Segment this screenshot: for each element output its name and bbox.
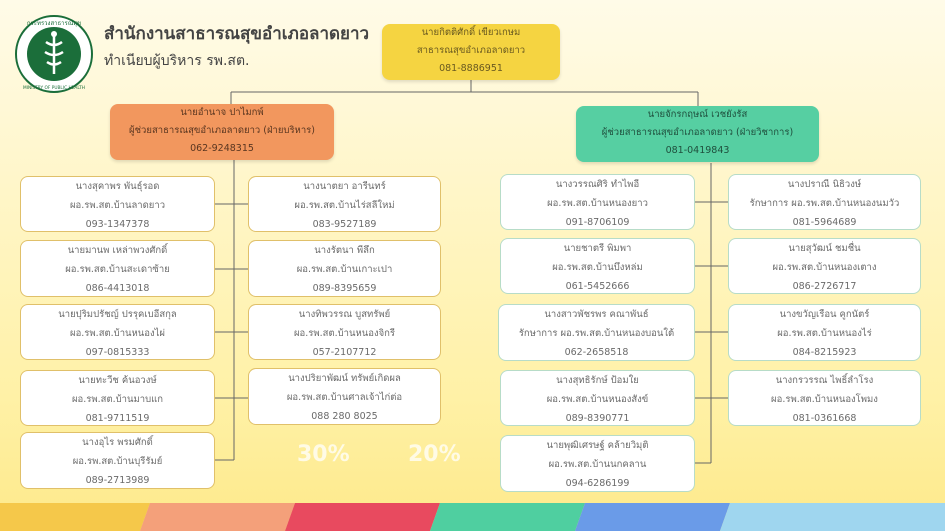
bar-segment	[720, 503, 945, 531]
staff-phone: 091-8706109	[565, 217, 630, 228]
staff-phone: 081-5964689	[792, 217, 857, 228]
staff-card: นางสาวพัชรพร คณาพันธ์ รักษาการ ผอ.รพ.สต.…	[498, 304, 695, 361]
staff-phone: 086-4413018	[85, 283, 150, 294]
staff-card: นายทะวีช ค้นอวงษ์ ผอ.รพ.สต.บ้านมาบแก 081…	[20, 370, 215, 426]
manager-academic-box: นายจักรกฤษณ์ เวชยังรัส ผู้ช่วยสาธารณสุขอ…	[576, 106, 819, 162]
staff-phone: 083-9527189	[312, 219, 377, 230]
staff-phone: 081-0361668	[792, 413, 857, 424]
ministry-logo: กระทรวงสาธารณสุข MINISTRY OF PUBLIC HEAL…	[15, 15, 93, 93]
staff-title: ผอ.รพ.สต.บ้านหนองจิกรี	[293, 328, 396, 339]
director-name: นายกิตติศักดิ์ เขียวเกษม	[421, 27, 521, 38]
staff-card: นางนาตยา อารีนทร์ ผอ.รพ.สต.บ้านไร่สลีใหม…	[248, 176, 441, 232]
manager-admin-box: นายอำนาจ ปาไมกพ์ ผู้ช่วยสาธารณสุขอำเภอลา…	[110, 104, 334, 160]
staff-title: ผอ.รพ.สต.บ้านบึงหล่ม	[552, 262, 643, 273]
bar-segment	[140, 503, 295, 531]
staff-title: ผอ.รพ.สต.บ้านหนองเตาง	[772, 262, 877, 273]
staff-title: ผอ.รพ.สต.บ้านมาบแก	[71, 394, 164, 405]
logo-text-th: กระทรวงสาธารณสุข	[27, 20, 81, 27]
staff-title: ผอ.รพ.สต.บ้านสะเดาซ้าย	[65, 264, 170, 275]
staff-name: นางวรรณศิริ ทำไพอี	[555, 179, 640, 190]
staff-title: ผอ.รพ.สต.บ้านหนองไผ่	[70, 328, 165, 339]
manager-title: ผู้ช่วยสาธารณสุขอำเภอลาดยาว (ฝ่ายวิชาการ…	[601, 127, 794, 138]
staff-phone: 089-8395659	[312, 283, 377, 294]
staff-name: นางปริยาพัฒน์ ทรัพย์เกิดผล	[288, 373, 401, 384]
staff-card: นางอุไร พรมศักดิ์ ผอ.รพ.สต.บ้านบุรีรัมย์…	[20, 432, 215, 489]
staff-card: นางสุทธิรักษ์ ป้อมใย ผอ.รพ.สต.บ้านหนองสั…	[500, 370, 695, 426]
staff-phone: 094-6286199	[565, 478, 630, 489]
staff-phone: 062-2658518	[564, 347, 629, 358]
staff-phone: 057-2107712	[312, 347, 377, 358]
staff-name: นายทะวีช ค้นอวงษ์	[78, 375, 157, 386]
staff-title: ผอ.รพ.สต.บ้านหนองยาว	[547, 198, 648, 209]
manager-name: นายจักรกฤษณ์ เวชยังรัส	[647, 109, 748, 120]
staff-name: นายชาตรี พิมพา	[563, 243, 632, 254]
staff-phone: 093-1347378	[85, 219, 150, 230]
staff-card: นางสุคาพร พันธุ์รอด ผอ.รพ.สต.บ้านลาดยาว …	[20, 176, 215, 232]
staff-card: นายพุฒิเศรษฐ์ คล้ายวิมุติ ผอ.รพ.สต.บ้านน…	[500, 435, 695, 492]
staff-card: นางวรรณศิริ ทำไพอี ผอ.รพ.สต.บ้านหนองยาว …	[500, 174, 695, 230]
bar-segment	[285, 503, 440, 531]
watermark-20: 20%	[408, 442, 461, 467]
staff-title: ผอ.รพ.สต.บ้านนกคลาน	[548, 459, 647, 470]
staff-name: นางอุไร พรมศักดิ์	[82, 437, 153, 448]
staff-card: นายชาตรี พิมพา ผอ.รพ.สต.บ้านบึงหล่ม 061-…	[500, 238, 695, 294]
staff-phone: 086-2726717	[792, 281, 857, 292]
staff-title: ผอ.รพ.สต.บ้านหนองไร่	[777, 328, 872, 339]
director-box: นายกิตติศักดิ์ เขียวเกษม สาธารณสุขอำเภอล…	[382, 24, 560, 80]
watermark-30: 30%	[297, 442, 350, 467]
staff-name: นางขวัญเรือน คูกนัตร์	[779, 309, 870, 320]
staff-name: นางสุคาพร พันธุ์รอด	[75, 181, 160, 192]
decorative-color-bar	[0, 503, 945, 531]
staff-card: นายมานพ เหล่าพวงศักดิ์ ผอ.รพ.สต.บ้านสะเด…	[20, 240, 215, 297]
staff-title: ผอ.รพ.สต.บ้านศาลเจ้าไก่ต่อ	[286, 392, 403, 403]
staff-card: นางกรวรรณ ไพธิ์ลำโรง ผอ.รพ.สต.บ้านหนองโพ…	[728, 370, 921, 426]
staff-phone: 089-2713989	[85, 475, 150, 486]
staff-name: นางนาตยา อารีนทร์	[303, 181, 386, 192]
director-phone: 081-8886951	[439, 63, 503, 74]
staff-card: นางปริยาพัฒน์ ทรัพย์เกิดผล ผอ.รพ.สต.บ้าน…	[248, 368, 441, 425]
staff-phone: 097-0815333	[85, 347, 150, 358]
staff-name: นางกรวรรณ ไพธิ์ลำโรง	[775, 375, 874, 386]
bar-segment	[430, 503, 585, 531]
staff-name: นางสุทธิรักษ์ ป้อมใย	[556, 375, 639, 386]
staff-name: นางสาวพัชรพร คณาพันธ์	[544, 309, 649, 320]
staff-card: นายสุวัฒน์ ชมชื่น ผอ.รพ.สต.บ้านหนองเตาง …	[728, 238, 921, 294]
staff-title: ผอ.รพ.สต.บ้านไร่สลีใหม่	[294, 200, 395, 211]
staff-name: นางทิพวรรณ บูสทรัพย์	[298, 309, 391, 320]
staff-phone: 061-5452666	[565, 281, 630, 292]
staff-title: รักษาการ ผอ.รพ.สต.บ้านหนองบอนใต้	[518, 328, 675, 339]
director-title: สาธารณสุขอำเภอลาดยาว	[416, 45, 526, 56]
staff-title: รักษาการ ผอ.รพ.สต.บ้านหนองนมวัว	[749, 198, 900, 209]
staff-name: นายปุริมปรัชญ์ ปรรุคเบอีสกุล	[58, 309, 177, 320]
staff-title: ผอ.รพ.สต.บ้านลาดยาว	[69, 200, 166, 211]
manager-name: นายอำนาจ ปาไมกพ์	[180, 107, 264, 118]
staff-card: นางปราณี นิธิวงษ์ รักษาการ ผอ.รพ.สต.บ้าน…	[728, 174, 921, 230]
staff-phone: 081-9711519	[85, 413, 150, 424]
page-subtitle: ทำเนียบผู้บริหาร รพ.สต.	[104, 53, 250, 69]
staff-title: ผอ.รพ.สต.บ้านบุรีรัมย์	[72, 456, 163, 467]
bar-segment	[0, 503, 150, 531]
staff-card: นางขวัญเรือน คูกนัตร์ ผอ.รพ.สต.บ้านหนองไ…	[728, 304, 921, 361]
manager-phone: 062-9248315	[190, 143, 254, 154]
staff-name: นายมานพ เหล่าพวงศักดิ์	[67, 245, 168, 256]
staff-phone: 084-8215923	[792, 347, 857, 358]
staff-name: นายสุวัฒน์ ชมชื่น	[788, 243, 861, 254]
page-title: สำนักงานสาธารณสุขอำเภอลาดยาว	[104, 24, 370, 44]
logo-text-en: MINISTRY OF PUBLIC HEALTH	[23, 85, 85, 91]
staff-title: ผอ.รพ.สต.บ้านเกาะเปา	[296, 264, 393, 275]
bar-segment	[575, 503, 730, 531]
manager-title: ผู้ช่วยสาธารณสุขอำเภอลาดยาว (ฝ่ายบริหาร)	[129, 125, 315, 136]
staff-name: นางรัตนา พีลึก	[314, 245, 375, 256]
staff-title: ผอ.รพ.สต.บ้านหนองโพมง	[771, 394, 878, 405]
staff-title: ผอ.รพ.สต.บ้านหนองสังข์	[546, 394, 649, 405]
manager-phone: 081-0419843	[665, 145, 730, 156]
staff-card: นางทิพวรรณ บูสทรัพย์ ผอ.รพ.สต.บ้านหนองจิ…	[248, 304, 441, 360]
staff-name: นายพุฒิเศรษฐ์ คล้ายวิมุติ	[546, 440, 649, 451]
staff-name: นางปราณี นิธิวงษ์	[787, 179, 862, 190]
staff-phone: 089-8390771	[565, 413, 630, 424]
staff-card: นางรัตนา พีลึก ผอ.รพ.สต.บ้านเกาะเปา 089-…	[248, 240, 441, 297]
staff-phone: 088 280 8025	[311, 411, 378, 422]
staff-card: นายปุริมปรัชญ์ ปรรุคเบอีสกุล ผอ.รพ.สต.บ้…	[20, 304, 215, 360]
